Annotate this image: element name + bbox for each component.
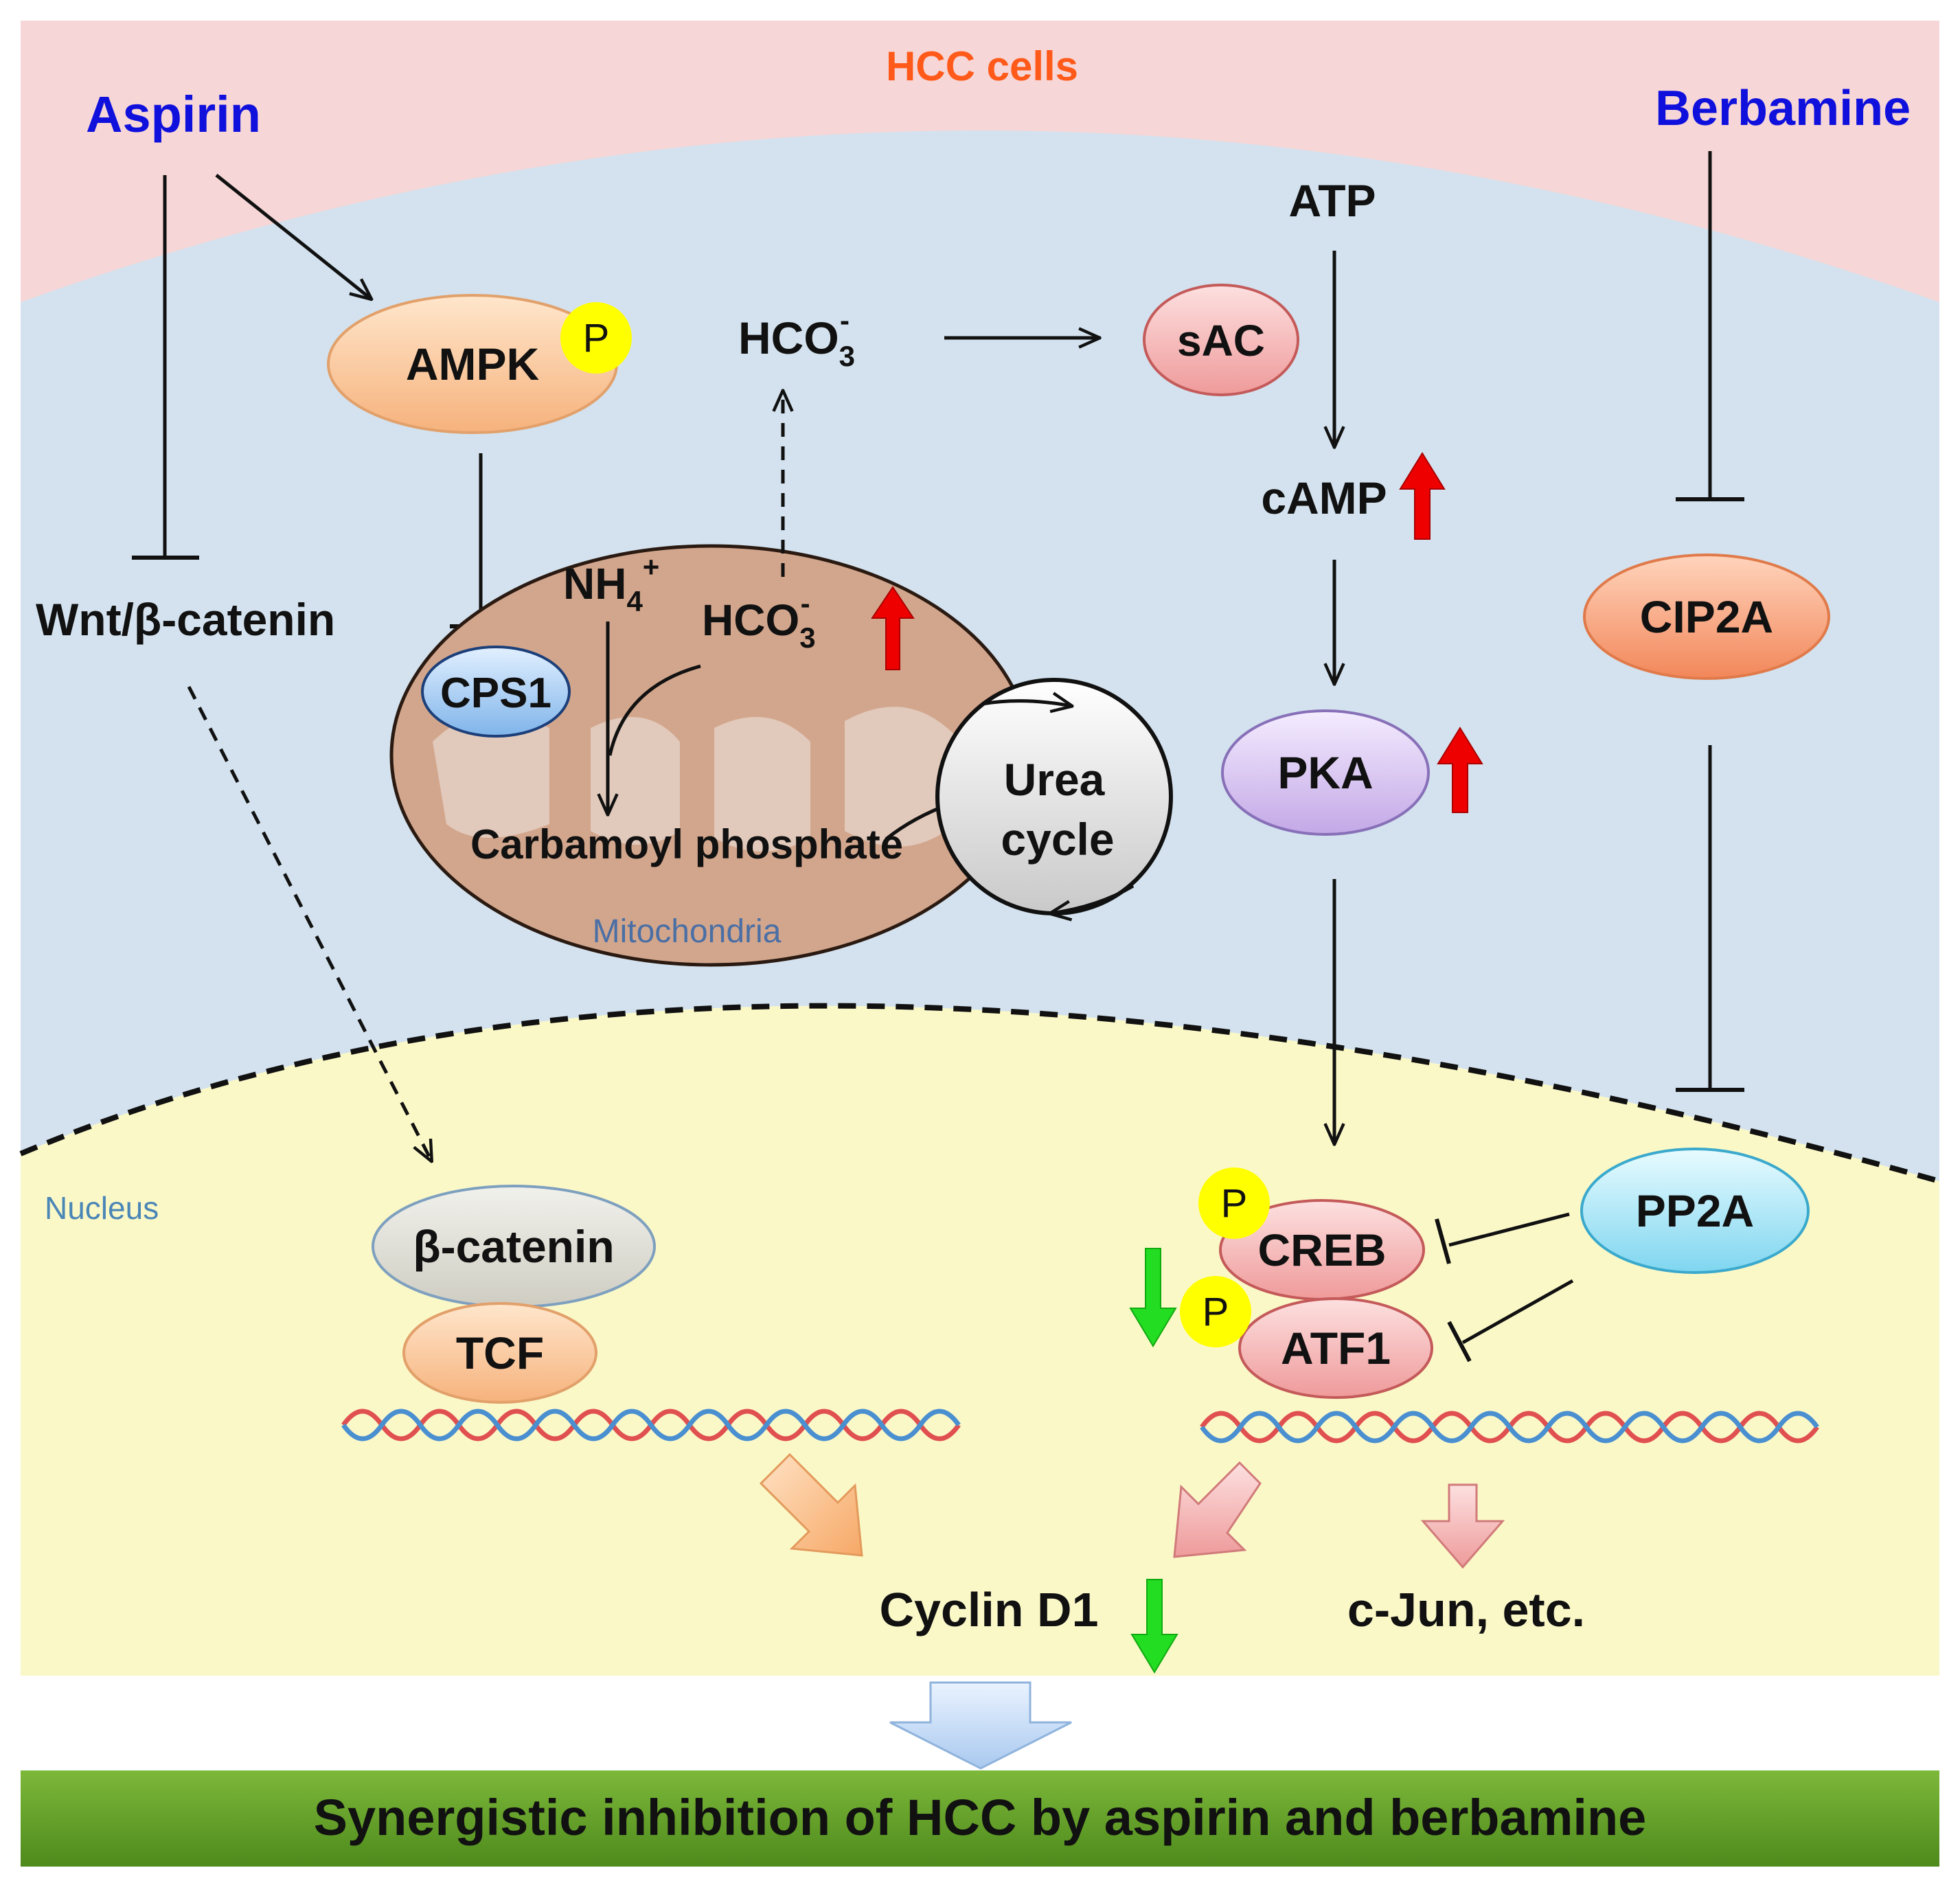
wnt-beta-catenin-label: Wnt/β-catenin <box>36 594 335 645</box>
atf1-phospho-badge <box>1180 1276 1251 1347</box>
pp2a-inhibits-atf1-line <box>1461 1279 1574 1345</box>
creb-label: CREB <box>1257 1224 1386 1275</box>
creb-to-cyclin-block-arrow <box>1173 1461 1262 1558</box>
carbamoyl-phosphate-label: Carbamoyl phosphate <box>470 821 903 867</box>
dna-helix-left <box>341 1409 961 1441</box>
cyclin-d1-down-arrow <box>1130 1579 1178 1674</box>
atf1-phospho-label: P <box>1203 1290 1229 1334</box>
pka-up-arrow <box>1437 727 1483 813</box>
tcf-node <box>402 1302 597 1404</box>
pka-node <box>1221 709 1430 836</box>
hco3-mito-up-arrow <box>871 586 915 670</box>
pp2a-label: PP2A <box>1636 1185 1754 1236</box>
conclusion-text: Synergistic inhibition of HCC by aspirin… <box>314 1789 1647 1846</box>
cyclin-d1-label: Cyclin D1 <box>880 1583 1099 1637</box>
pp2a-inhibits-creb-line <box>1448 1212 1570 1247</box>
tcf-label: TCF <box>456 1327 544 1378</box>
ampk-label: AMPK <box>406 339 540 389</box>
sac-label: sAC <box>1177 316 1265 365</box>
hcc-cells-label: HCC cells <box>886 43 1078 89</box>
hco3-to-carbamoyl-curve <box>608 664 701 756</box>
nh4-label: NH4+ <box>563 551 659 617</box>
creb-phospho-label: P <box>1221 1181 1248 1226</box>
atf1-node <box>1238 1297 1433 1399</box>
urea-cycle-top-arrow <box>981 701 1071 706</box>
cps1-node <box>421 646 571 738</box>
sac-node <box>1143 284 1299 396</box>
cip2a-label: CIP2A <box>1640 591 1773 642</box>
camp-up-arrow <box>1399 452 1446 540</box>
conclusion-banner <box>21 1770 1939 1867</box>
berbamine-label: Berbamine <box>1655 81 1911 136</box>
aspirin-label: Aspirin <box>86 86 261 143</box>
camp-label: cAMP <box>1261 472 1387 523</box>
creb-to-cjun-block-arrow <box>1420 1483 1505 1569</box>
urea-cycle-bottom-arrow <box>1051 884 1135 913</box>
pp2a-inhibits-atf1-bar <box>1447 1321 1472 1363</box>
beta-catenin-label: β-catenin <box>413 1221 614 1272</box>
ampk-phospho-label: P <box>583 316 610 361</box>
hco3-mito-label: HCO3- <box>702 587 816 654</box>
pp2a-inhibits-creb-bar <box>1435 1218 1451 1264</box>
hco3-cyto-label: HCO3- <box>738 304 855 372</box>
tcf-to-cyclin-block-arrow <box>759 1452 863 1557</box>
aspirin-activates-ampk-arrow <box>215 174 371 299</box>
dna-helix-right <box>1200 1411 1819 1444</box>
cip2a-node <box>1583 554 1830 680</box>
nucleus-label: Nucleus <box>45 1190 159 1226</box>
atf1-label: ATF1 <box>1281 1323 1391 1373</box>
creb-atf1-down-arrow <box>1129 1248 1177 1347</box>
mitochondria-label: Mitochondria <box>593 913 782 950</box>
ampk-phospho-badge <box>560 302 632 374</box>
atp-label: ATP <box>1288 175 1376 226</box>
urea-cycle-label-line1: Urea <box>1004 754 1106 805</box>
nuclear-membrane <box>19 1003 1941 1184</box>
outcome-block-arrow <box>889 1681 1072 1770</box>
pka-label: PKA <box>1277 747 1373 798</box>
cjun-label: c-Jun, etc. <box>1347 1583 1585 1637</box>
wnt-to-beta-catenin-dashed-arrow <box>187 685 431 1161</box>
cps1-label: CPS1 <box>440 670 551 717</box>
creb-phospho-badge <box>1198 1167 1270 1239</box>
pp2a-node <box>1580 1148 1810 1274</box>
urea-cycle-label-line2: cycle <box>1001 814 1114 865</box>
